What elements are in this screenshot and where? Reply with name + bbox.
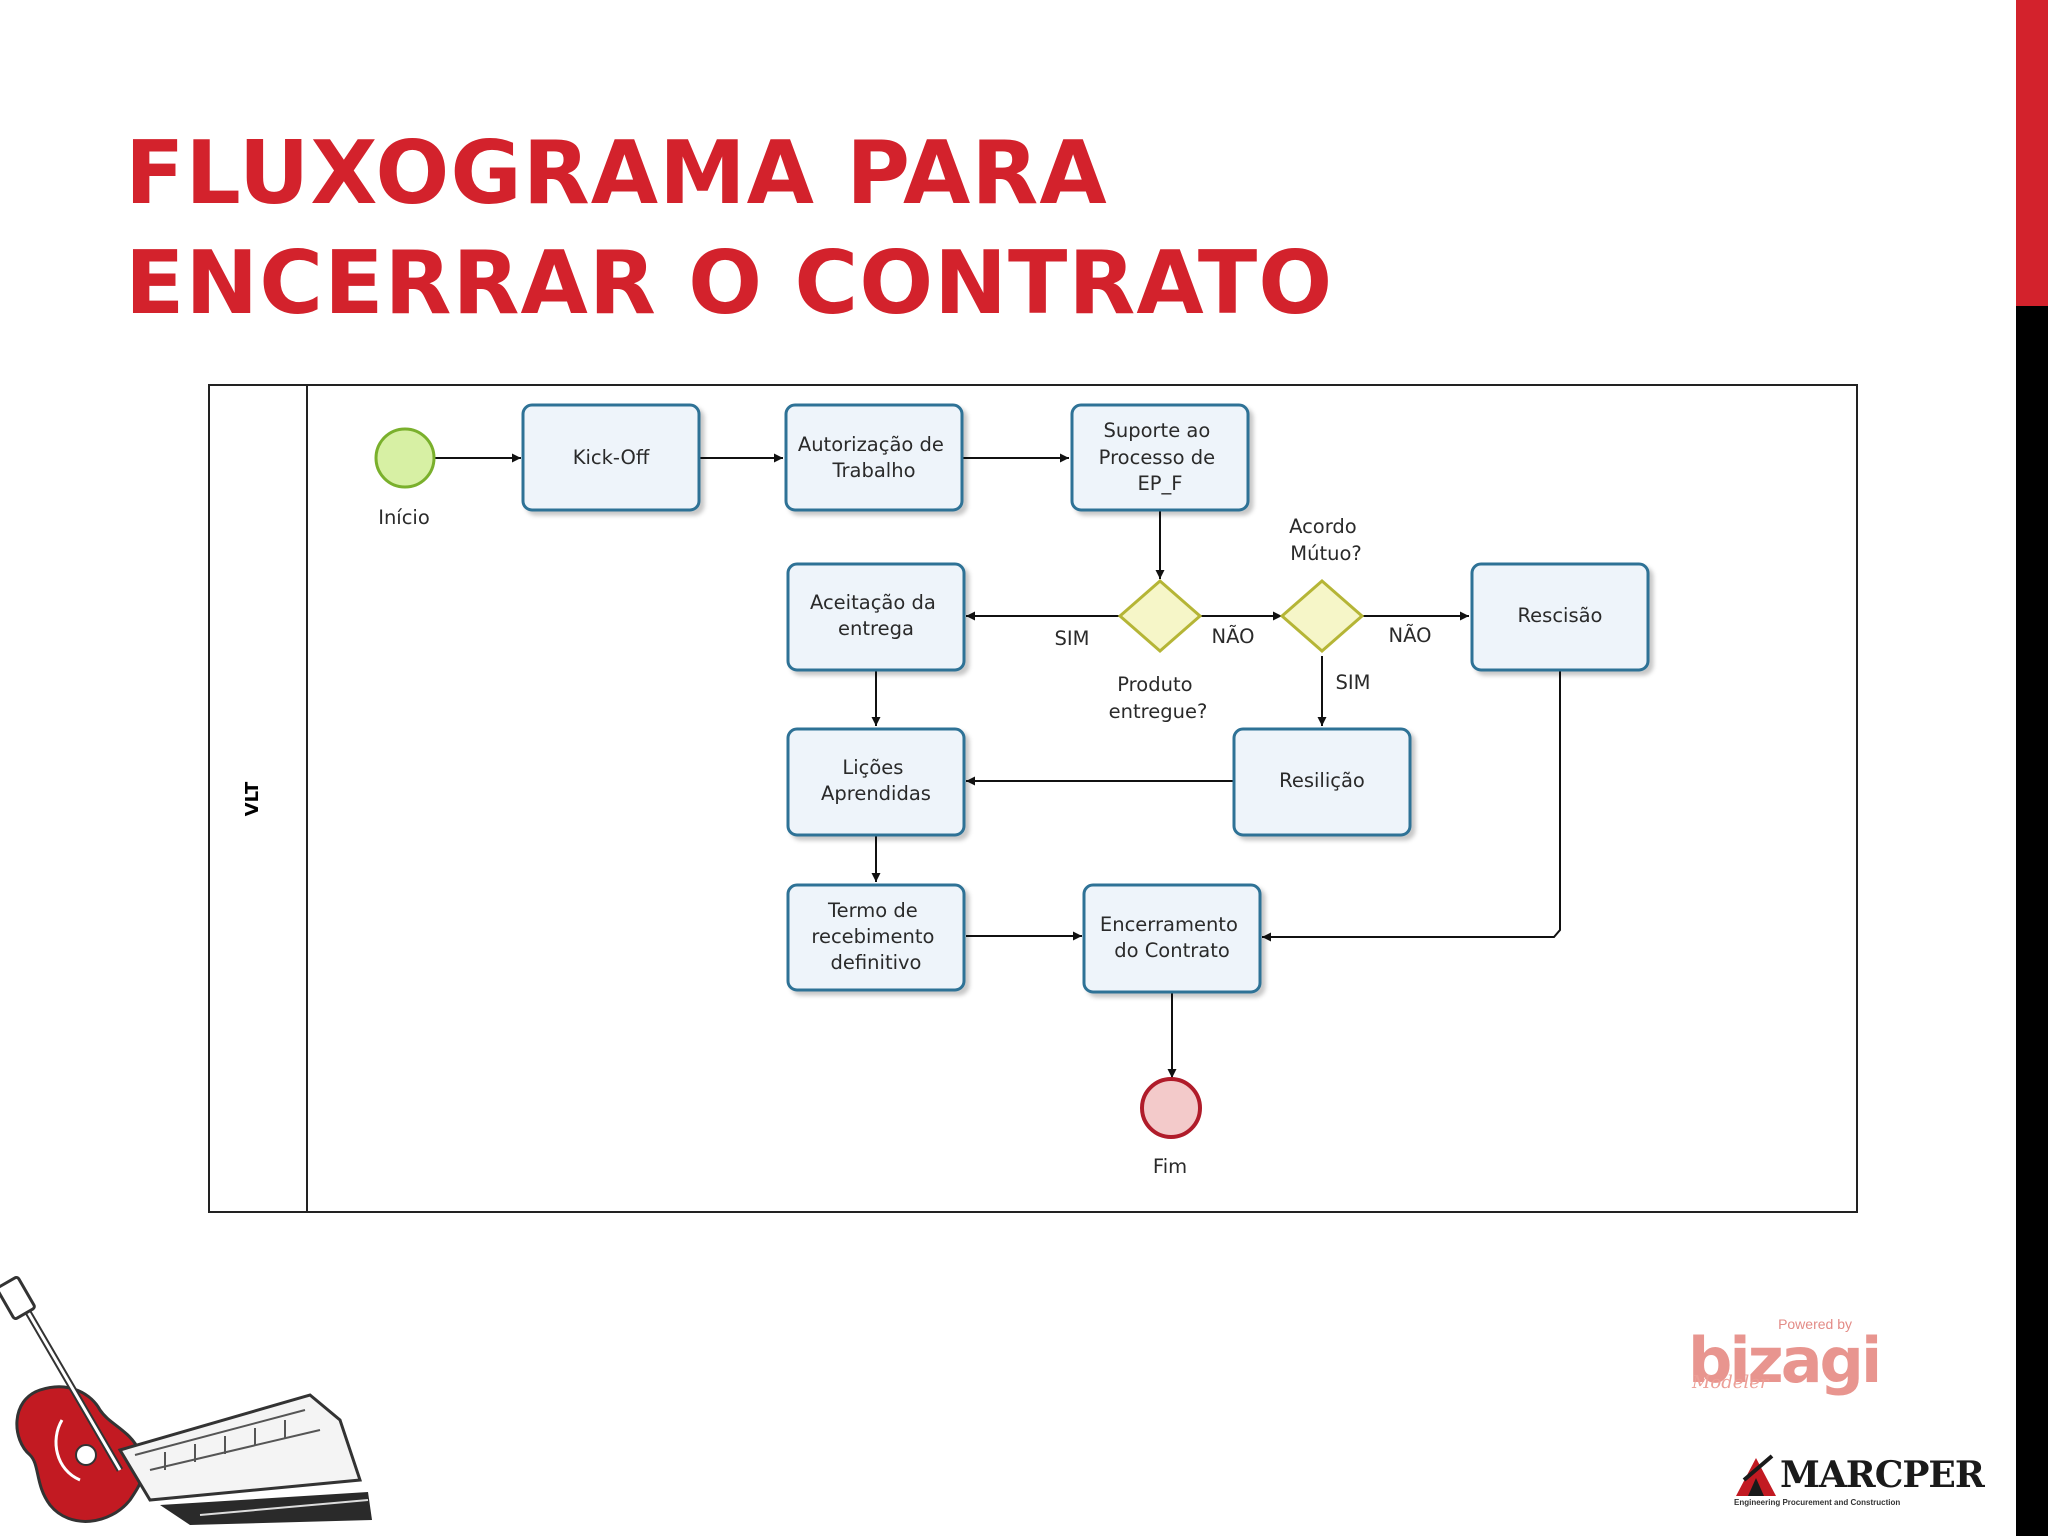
task-suporte: Suporte ao Processo de EP_F bbox=[1070, 403, 1250, 512]
pool: VLT bbox=[208, 384, 1858, 1213]
marcper-tagline: Engineering Procurement and Construction bbox=[1734, 1498, 1901, 1507]
bizagi-name: bizagi bbox=[1688, 1324, 1882, 1397]
task-termo: Termo de recebimento definitivo bbox=[786, 883, 966, 992]
task-licoes: Lições Aprendidas bbox=[786, 727, 966, 837]
task-encerramento: Encerramento do Contrato bbox=[1082, 883, 1262, 994]
gateway-produto-label: Produto entregue? bbox=[1109, 673, 1208, 723]
slide-title: FLUXOGRAMA PARA ENCERRAR O CONTRATO bbox=[125, 118, 1333, 338]
task-autorizacao: Autorização de Trabalho bbox=[784, 403, 964, 512]
flow-rescisao-encerramento bbox=[1262, 670, 1561, 942]
gateway-produto-entregue: Produto entregue? bbox=[1109, 579, 1208, 723]
gateway-acordo-label: Acordo Mútuo? bbox=[1289, 515, 1363, 565]
task-licoes-label: Lições Aprendidas bbox=[821, 756, 931, 805]
task-termo-label: Termo de recebimento definitivo bbox=[811, 899, 940, 974]
end-event: Fim bbox=[1140, 1077, 1202, 1178]
connectors bbox=[434, 453, 1561, 1078]
start-event: Início bbox=[374, 427, 436, 529]
accent-bar-black bbox=[2016, 306, 2048, 1536]
task-kickoff-label: Kick-Off bbox=[573, 446, 650, 469]
task-resilicao: Resilição bbox=[1232, 727, 1412, 837]
flow-label-nao-2: NÃO bbox=[1389, 624, 1432, 647]
bizagi-logo: Powered by bizagi Modeler bbox=[1680, 1316, 1882, 1397]
marcper-emblem-icon bbox=[1736, 1454, 1776, 1496]
end-label: Fim bbox=[1153, 1155, 1187, 1178]
task-aceitacao-label: Aceitação da entrega bbox=[810, 591, 942, 640]
title-line-2: ENCERRAR O CONTRATO bbox=[125, 232, 1334, 334]
lane-label: VLT bbox=[242, 781, 263, 816]
marcper-logo: MARCPER Engineering Procurement and Cons… bbox=[1730, 1450, 1985, 1510]
task-kickoff: Kick-Off bbox=[521, 403, 701, 512]
start-label: Início bbox=[378, 506, 430, 529]
accent-bar-red bbox=[2016, 0, 2048, 306]
gateway-acordo-mutuo: Acordo Mútuo? bbox=[1279, 515, 1365, 653]
task-autorizacao-label: Autorização de Trabalho bbox=[798, 433, 950, 482]
title-line-1: FLUXOGRAMA PARA bbox=[125, 122, 1108, 224]
task-rescisao-label: Rescisão bbox=[1517, 604, 1602, 627]
vlt-guitar-train-logo bbox=[0, 1276, 372, 1525]
bizagi-powered-by: Powered by bbox=[1778, 1316, 1852, 1332]
marcper-name: MARCPER bbox=[1780, 1454, 1985, 1496]
flow-label-nao-1: NÃO bbox=[1212, 625, 1255, 648]
task-aceitacao: Aceitação da entrega bbox=[786, 562, 966, 672]
flow-label-sim-down: SIM bbox=[1336, 671, 1371, 694]
task-resilicao-label: Resilição bbox=[1279, 769, 1365, 792]
flow-label-sim-left: SIM bbox=[1055, 627, 1090, 650]
task-rescisao: Rescisão bbox=[1470, 562, 1650, 672]
task-suporte-label: Suporte ao Processo de EP_F bbox=[1099, 419, 1222, 495]
task-encerramento-label: Encerramento do Contrato bbox=[1100, 913, 1244, 962]
bizagi-modeler: Modeler bbox=[1692, 1372, 1769, 1393]
